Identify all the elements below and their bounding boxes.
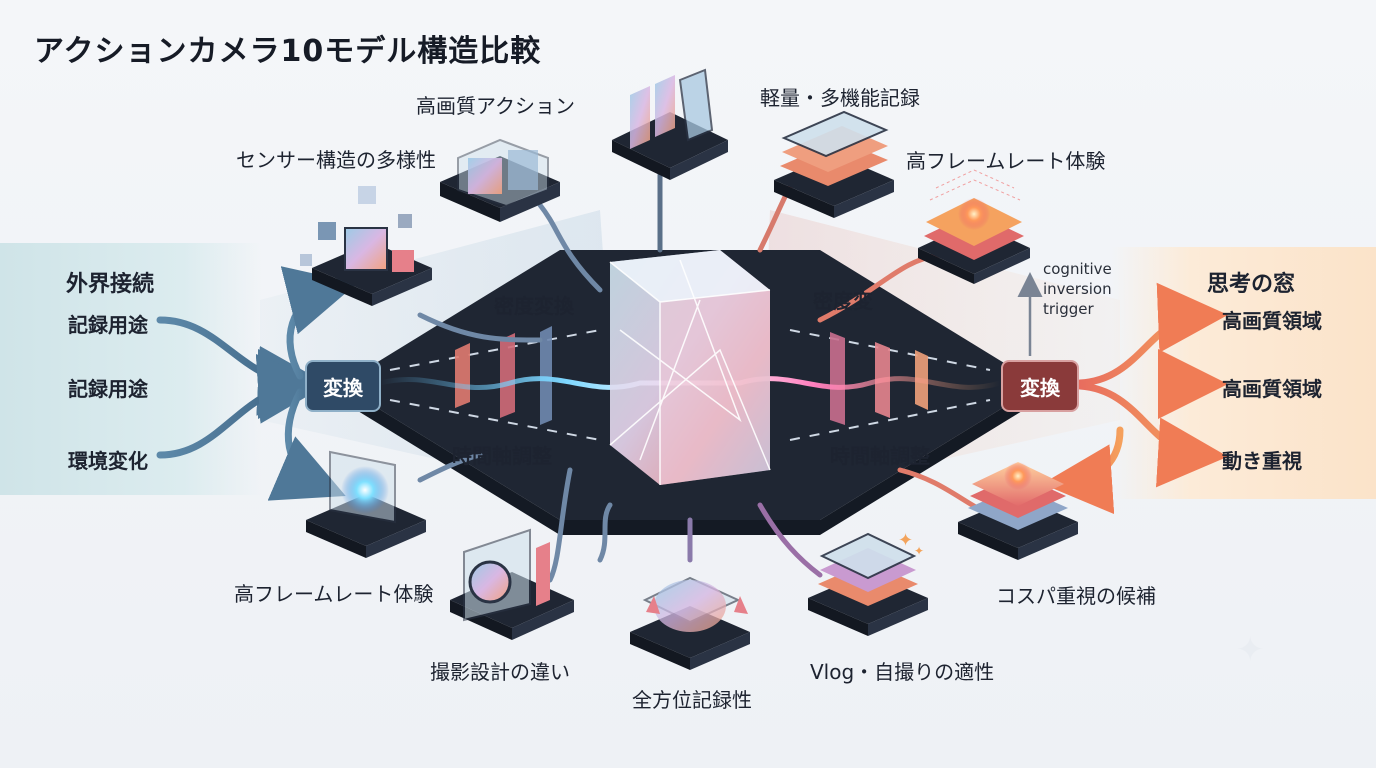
converter-left: 変換: [305, 360, 381, 412]
node-label-hfr-bottom: 高フレームレート体験: [234, 582, 434, 606]
right-panel-heading: 思考の窓: [1207, 272, 1296, 297]
node-label-vlog: Vlog・自撮りの適性: [810, 660, 995, 684]
converter-right: 変換: [1001, 360, 1079, 412]
page-title: アクションカメラ10モデル構造比較: [34, 34, 542, 69]
left-panel-heading: 外界接続: [66, 272, 155, 297]
density-conversion-label: 密度変換: [494, 294, 574, 318]
node-sensor-diversity-icon: [440, 138, 560, 222]
node-label-high-quality-action: 高画質アクション: [416, 94, 575, 118]
time-axis-label: 時間軸調整: [830, 444, 930, 468]
node-label-cost: コスパ重視の候補: [996, 584, 1156, 608]
node-shooting-design-icon: [450, 528, 574, 640]
annotation-line: inversion: [1043, 280, 1112, 298]
node-hfr-top-icon: [918, 169, 1030, 284]
node-label-hfr-top: 高フレームレート体験: [906, 149, 1106, 173]
annotation-line: trigger: [1043, 300, 1094, 318]
node-cubes-icon: [300, 186, 432, 306]
node-label-light-multi: 軽量・多機能記録: [760, 86, 920, 110]
left-item: 記録用途: [68, 313, 148, 337]
node-cost-icon: [958, 462, 1078, 560]
time-axis-label: 時間軸調整: [452, 444, 552, 468]
cognitive-annotation: cognitive inversion trigger: [1043, 259, 1112, 319]
annotation-line: cognitive: [1043, 260, 1112, 278]
right-item: 動き重視: [1222, 449, 1302, 473]
central-prism: [609, 250, 771, 485]
left-item: 環境変化: [68, 449, 148, 473]
right-item: 高画質領域: [1222, 377, 1322, 401]
sparkle-icon: ✦: [1236, 630, 1265, 670]
sparkle-icon: ✦: [914, 544, 925, 558]
node-label-omni: 全方位記録性: [632, 688, 752, 712]
node-light-multi-icon: [774, 110, 894, 218]
density-conversion-label: 密度変: [813, 289, 873, 313]
left-item: 記録用途: [68, 377, 148, 401]
node-vlog-icon: [808, 532, 928, 636]
node-label-shooting-design: 撮影設計の違い: [430, 660, 570, 684]
node-hfr-bottom-icon: [306, 450, 426, 558]
left-panel: [0, 243, 262, 495]
node-high-quality-action-icon: [612, 68, 728, 180]
node-omni-icon: [630, 576, 750, 670]
sparkle-icon: ✦: [898, 530, 914, 551]
node-label-sensor-diversity: センサー構造の多様性: [236, 148, 436, 172]
right-item: 高画質領域: [1222, 309, 1322, 333]
